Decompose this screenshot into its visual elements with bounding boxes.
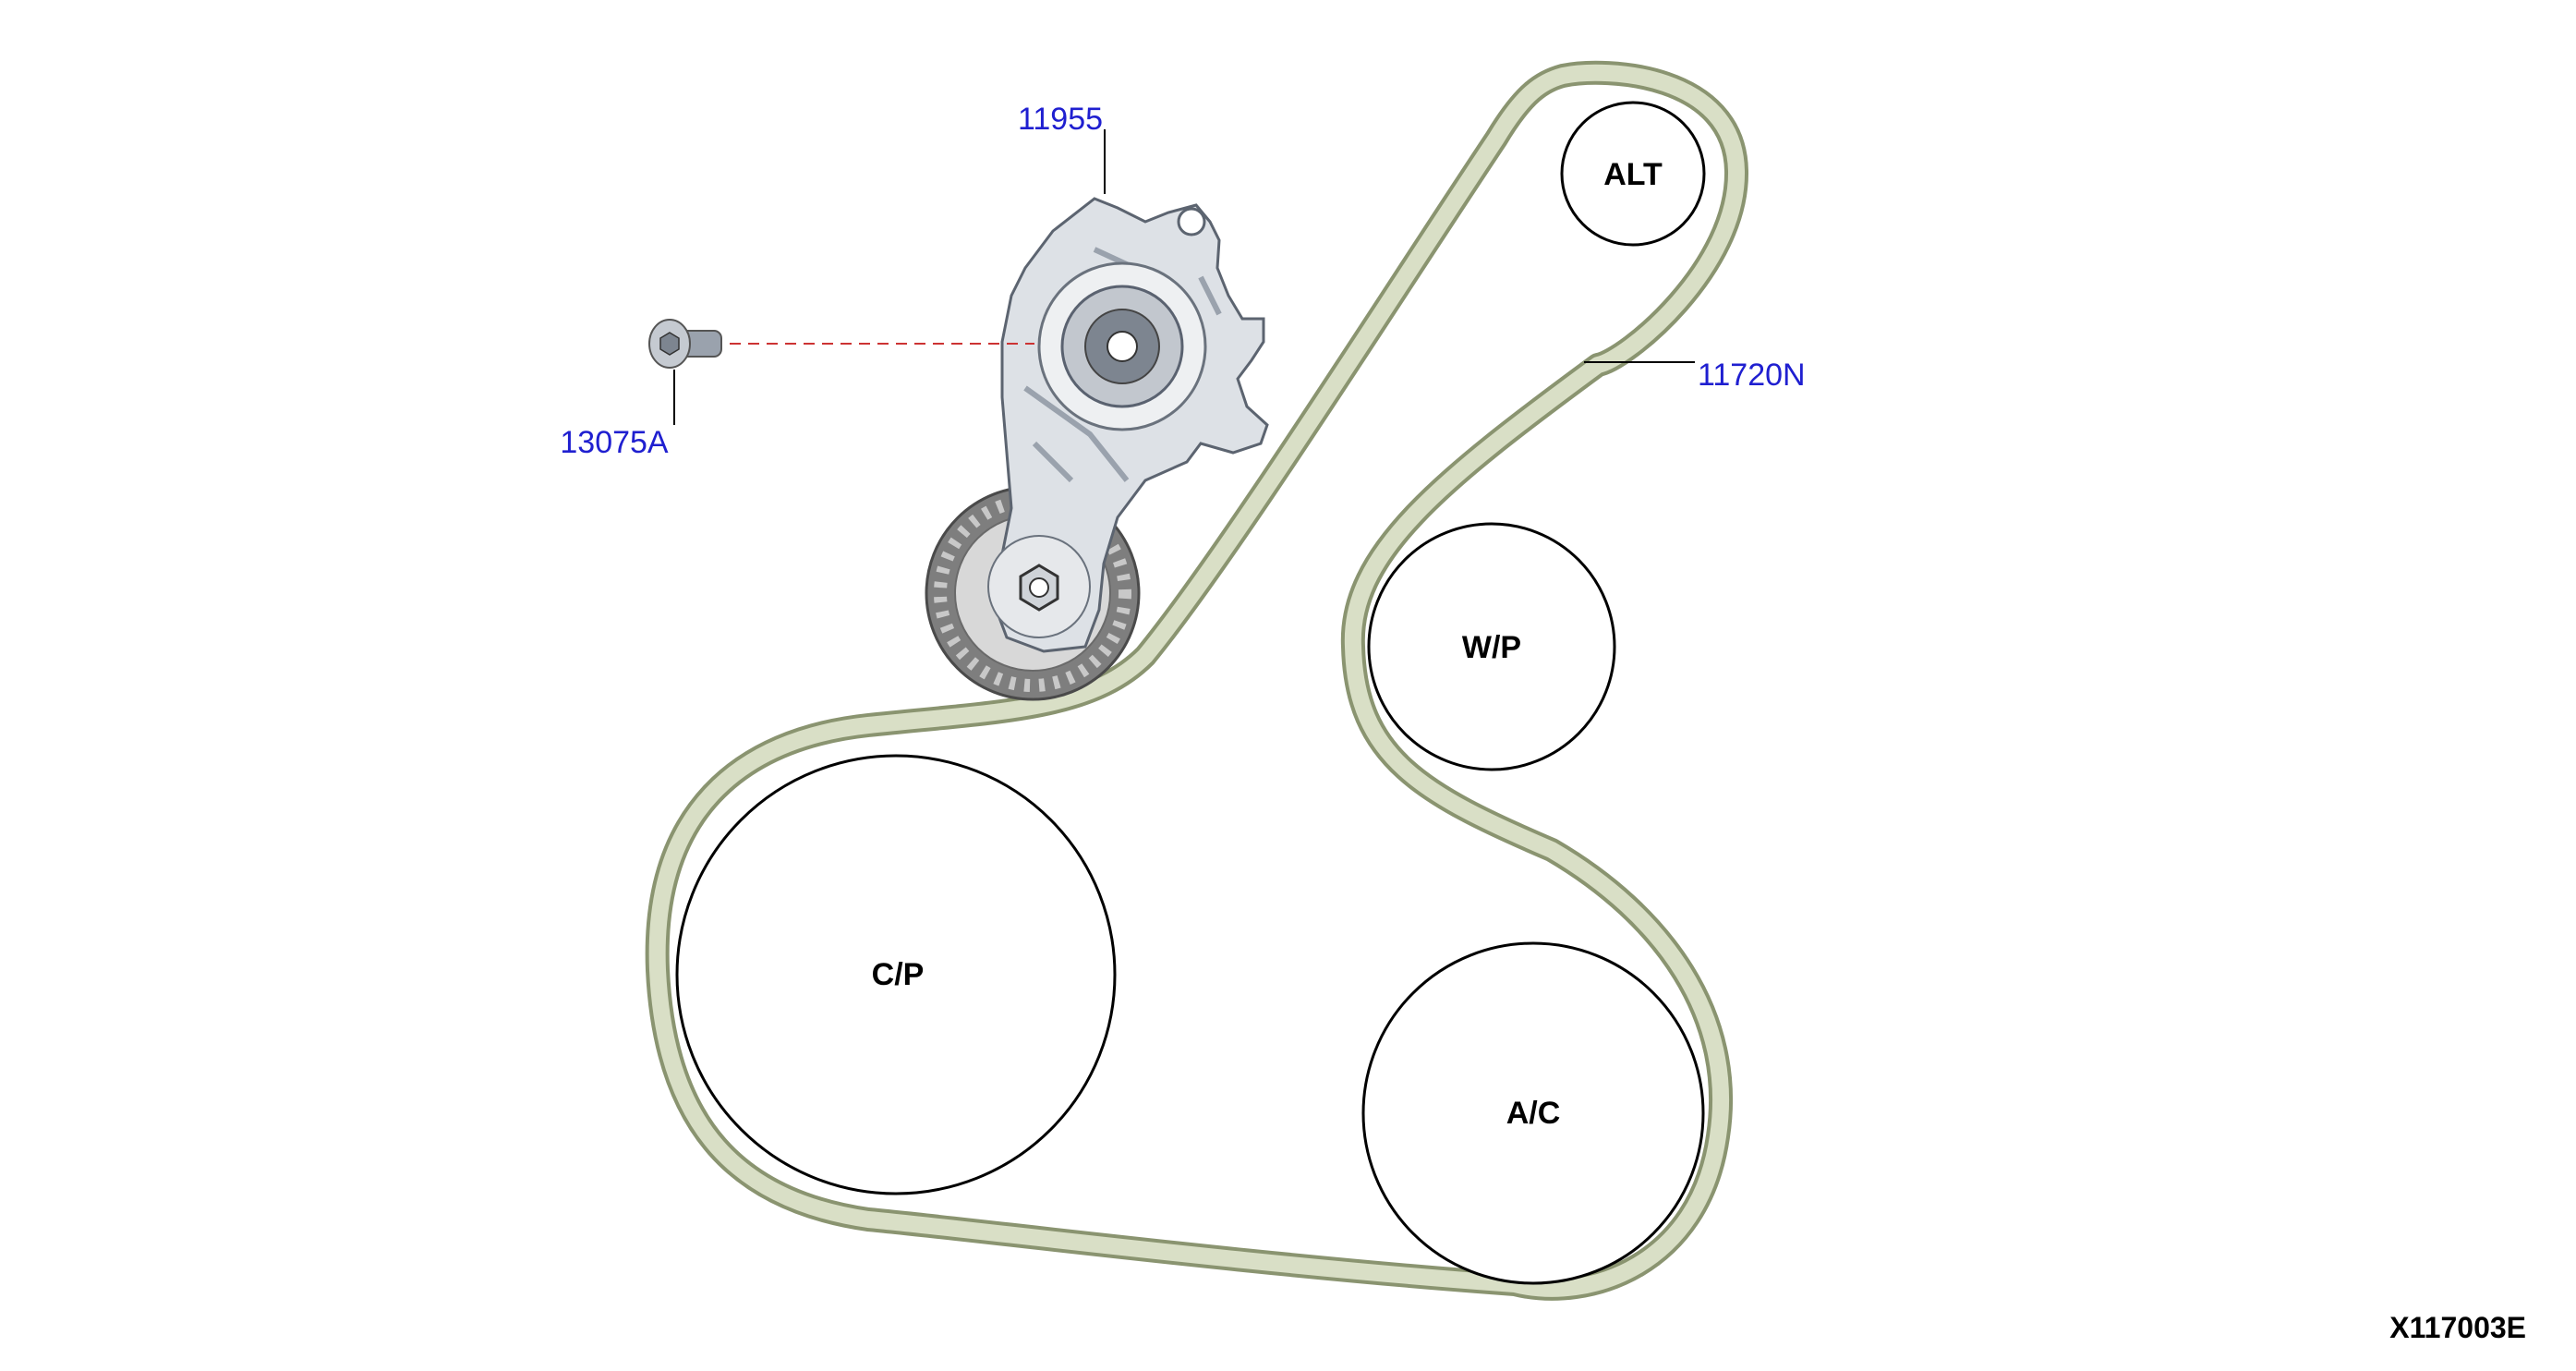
pulley-alt-label: ALT — [1603, 157, 1663, 192]
bolt-13075a — [648, 319, 722, 369]
pulley-cp-label: C/P — [872, 957, 925, 992]
bracket-ribs — [1023, 247, 1222, 483]
drive-belt — [645, 60, 1749, 1301]
pulley-ac-label: A/C — [1506, 1096, 1561, 1131]
callout-bolt: 13075A — [560, 425, 669, 460]
figure-reference: X117003E — [2389, 1311, 2526, 1344]
callout-tensioner: 11955 — [1018, 102, 1103, 137]
tensioner-hub — [1037, 261, 1207, 431]
pulley-wp-label: W/P — [1462, 630, 1521, 665]
idler-center-bolt — [987, 535, 1091, 638]
pulley-alt: ALT — [1560, 101, 1706, 247]
bracket-ear-hole — [1177, 207, 1206, 237]
pulley-wp: W/P — [1367, 522, 1616, 771]
callout-belt: 11720N — [1698, 358, 1806, 393]
pulley-cp: C/P — [675, 754, 1117, 1195]
pulley-ac: A/C — [1361, 941, 1705, 1285]
belt-tensioner-assembly — [925, 197, 1269, 701]
